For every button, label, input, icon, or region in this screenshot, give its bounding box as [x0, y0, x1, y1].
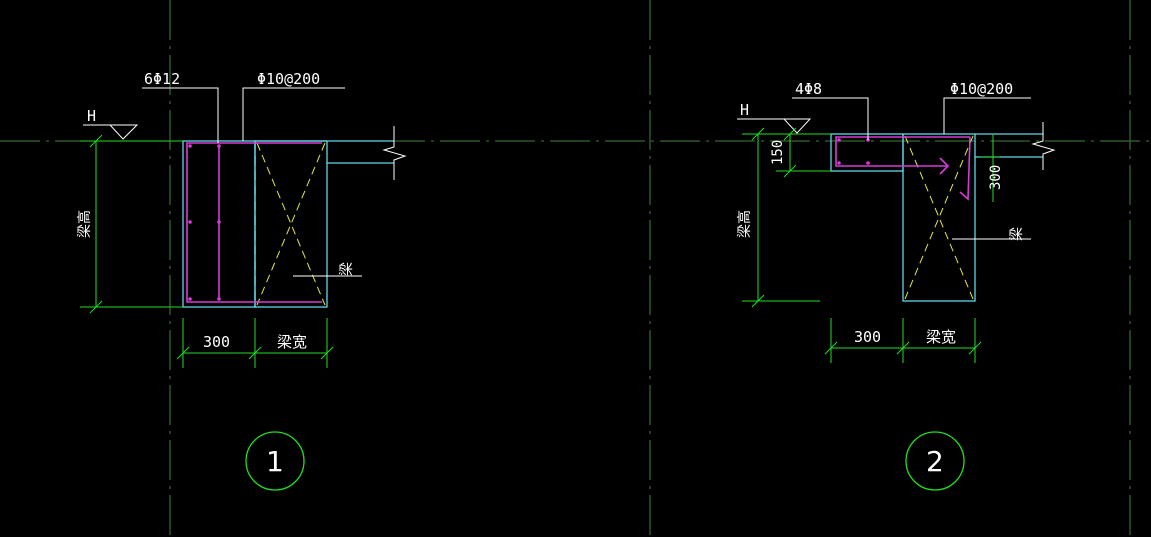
break-symbol: [1031, 122, 1056, 170]
stirrup-label: Φ10@200: [950, 80, 1013, 98]
rebar-dots: [188, 144, 221, 301]
hook: [959, 136, 971, 201]
rebar-dots: [837, 138, 870, 165]
existing-beam-outline: [254, 140, 328, 308]
beam-height-label: 梁高: [76, 210, 93, 238]
dim-150-label: 150: [770, 140, 786, 165]
dim-300-label: 300: [854, 328, 881, 346]
detail-2: 4Φ8 Φ10@200 H 150 300 梁高 梁 300 梁宽 2: [736, 80, 1056, 491]
leader-bars: [792, 97, 869, 140]
dimension-lines-1: [80, 134, 334, 368]
detail-number-circle: [905, 431, 965, 491]
leader-stirrup: [242, 87, 345, 141]
detail-1: 6Φ12 Φ10@200 H 梁高 梁 300 梁宽 1: [76, 70, 407, 491]
beam-cross-mark: [256, 142, 326, 306]
longitudinal-bars-label: 4Φ8: [795, 80, 822, 98]
break-symbol: [382, 126, 407, 180]
leader-stirrup: [943, 97, 1031, 134]
dim-beam-width-label: 梁宽: [277, 333, 307, 351]
beam-label: 梁: [339, 262, 355, 276]
detail-number-circle: [245, 431, 305, 491]
beam-height-label: 梁高: [736, 210, 753, 238]
dim-beam-width-label: 梁宽: [926, 328, 956, 346]
beam-label: 梁: [1009, 227, 1025, 241]
leader-bars: [142, 87, 219, 143]
detail-number: 2: [926, 445, 944, 478]
stirrup: [186, 142, 322, 303]
stirrup-label: Φ10@200: [257, 70, 320, 88]
beam-cross-mark: [904, 135, 974, 300]
detail-number: 1: [266, 445, 284, 478]
level-triangle: [108, 124, 139, 140]
dim-300-label: 300: [203, 333, 230, 351]
stirrup: [835, 136, 970, 167]
level-mark-label: H: [87, 107, 96, 125]
longitudinal-bars-label: 6Φ12: [144, 70, 180, 88]
level-triangle: [782, 118, 812, 134]
hook-2: [939, 157, 950, 175]
dim-300-vertical-label: 300: [988, 165, 1004, 190]
rebar-cage: [835, 136, 971, 201]
level-mark-label: H: [740, 101, 749, 119]
existing-beam-outline: [902, 133, 976, 302]
dimension-lines-2: [742, 127, 1000, 363]
